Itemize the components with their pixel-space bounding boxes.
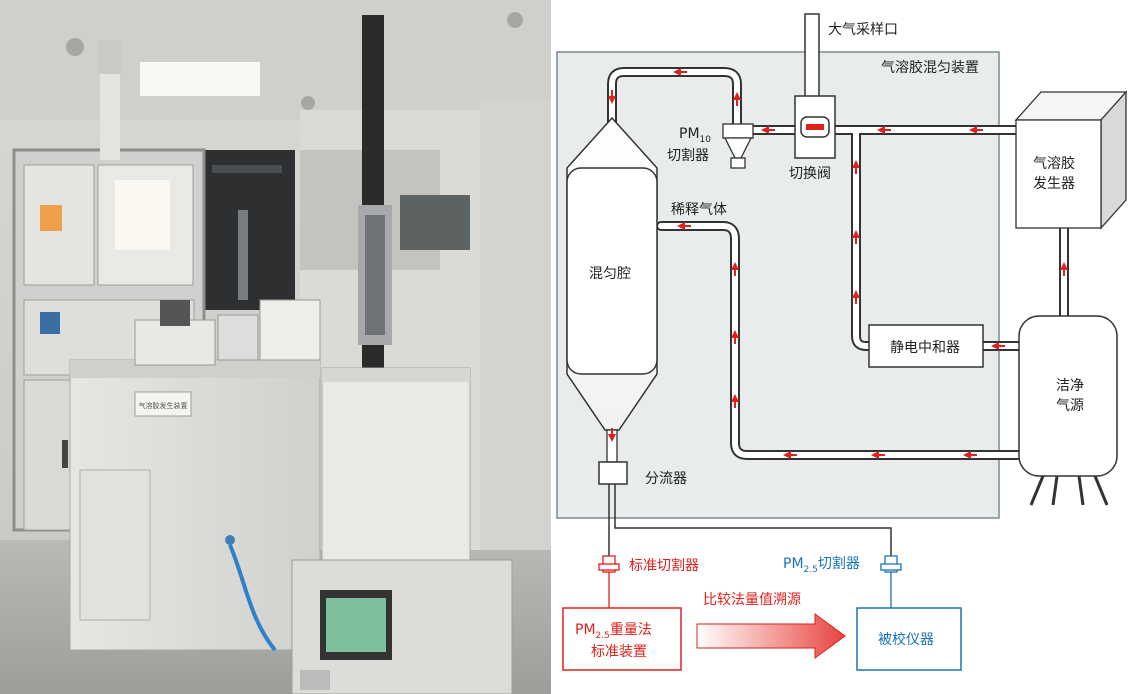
splitter bbox=[598, 461, 628, 485]
aerosol-generator-label-1: 气溶胶 bbox=[1033, 155, 1075, 172]
flow-arrow bbox=[761, 126, 775, 134]
equipment-sign bbox=[134, 391, 192, 417]
standard-cutter-label: 标准切割器 bbox=[629, 557, 699, 574]
atmospheric-inlet-label: 大气采样口 bbox=[828, 22, 898, 38]
pm25-cutter-label: PM2.5切割器 bbox=[783, 555, 860, 575]
comparison-label: 比较法量值溯源 bbox=[703, 592, 801, 608]
comparison-arrow bbox=[696, 613, 846, 659]
flow-arrow bbox=[871, 451, 885, 459]
flow-arrow bbox=[608, 90, 616, 104]
flow-arrow bbox=[731, 394, 739, 408]
pm25-cutter bbox=[880, 555, 902, 608]
instrument-label: 被校仪器 bbox=[878, 631, 934, 648]
ceiling-light bbox=[140, 62, 260, 96]
clean-source-label-1: 洁净 bbox=[1056, 378, 1084, 394]
standard-device-label-1: PM2.5重量法 bbox=[575, 622, 652, 641]
mixing-device-label: 气溶胶混匀装置 bbox=[881, 59, 979, 76]
flow-arrow bbox=[731, 262, 739, 276]
atmospheric-inlet-pipe bbox=[804, 13, 820, 99]
pm25-gravimetric-standard bbox=[562, 607, 682, 671]
flow-arrow bbox=[852, 230, 860, 244]
flow-arrow bbox=[852, 290, 860, 304]
flow-arrow bbox=[673, 68, 687, 76]
flow-arrow bbox=[963, 451, 977, 459]
flow-arrow bbox=[608, 428, 616, 442]
clean-gas-source bbox=[1018, 315, 1118, 506]
pm10-label-line2: 切割器 bbox=[667, 147, 709, 164]
flow-arrow bbox=[731, 330, 739, 344]
static-neutralizer-label: 静电中和器 bbox=[890, 340, 960, 356]
flow-arrow bbox=[733, 92, 741, 106]
flow-arrows bbox=[608, 68, 1068, 459]
instrument-under-test bbox=[856, 607, 962, 671]
outlet-lines bbox=[608, 484, 892, 556]
svg-text:气溶胶发生装置: 气溶胶发生装置 bbox=[139, 401, 188, 410]
flow-arrow bbox=[1060, 262, 1068, 276]
standard-cutter bbox=[598, 555, 620, 608]
pm10-label-main: PM10 bbox=[679, 126, 711, 145]
flow-diagram: 气溶胶混匀装置 大气采样口 bbox=[556, 13, 1128, 671]
pm10-cutter bbox=[722, 123, 754, 169]
standard-device-label-2: 标准装置 bbox=[591, 644, 647, 660]
static-neutralizer bbox=[868, 324, 984, 368]
switch-valve-label: 切换阀 bbox=[789, 165, 831, 182]
splitter-label: 分流器 bbox=[645, 471, 687, 487]
mixing-chamber-label: 混匀腔 bbox=[589, 266, 631, 282]
dilution-gas-label: 稀释气体 bbox=[671, 202, 727, 218]
flow-arrow bbox=[852, 160, 860, 174]
switch-valve bbox=[794, 95, 836, 159]
flow-arrow bbox=[991, 342, 1005, 350]
flow-arrow bbox=[969, 126, 983, 134]
mixing-chamber bbox=[566, 116, 658, 463]
flow-arrow bbox=[877, 126, 891, 134]
lab-photo: 气溶胶发生装置 bbox=[0, 0, 551, 694]
flow-arrow bbox=[677, 222, 691, 230]
clean-source-label-2: 气源 bbox=[1056, 398, 1084, 414]
aerosol-generator-label-2: 发生器 bbox=[1033, 176, 1075, 192]
aerosol-generator bbox=[1014, 90, 1128, 230]
flow-arrow bbox=[783, 451, 797, 459]
